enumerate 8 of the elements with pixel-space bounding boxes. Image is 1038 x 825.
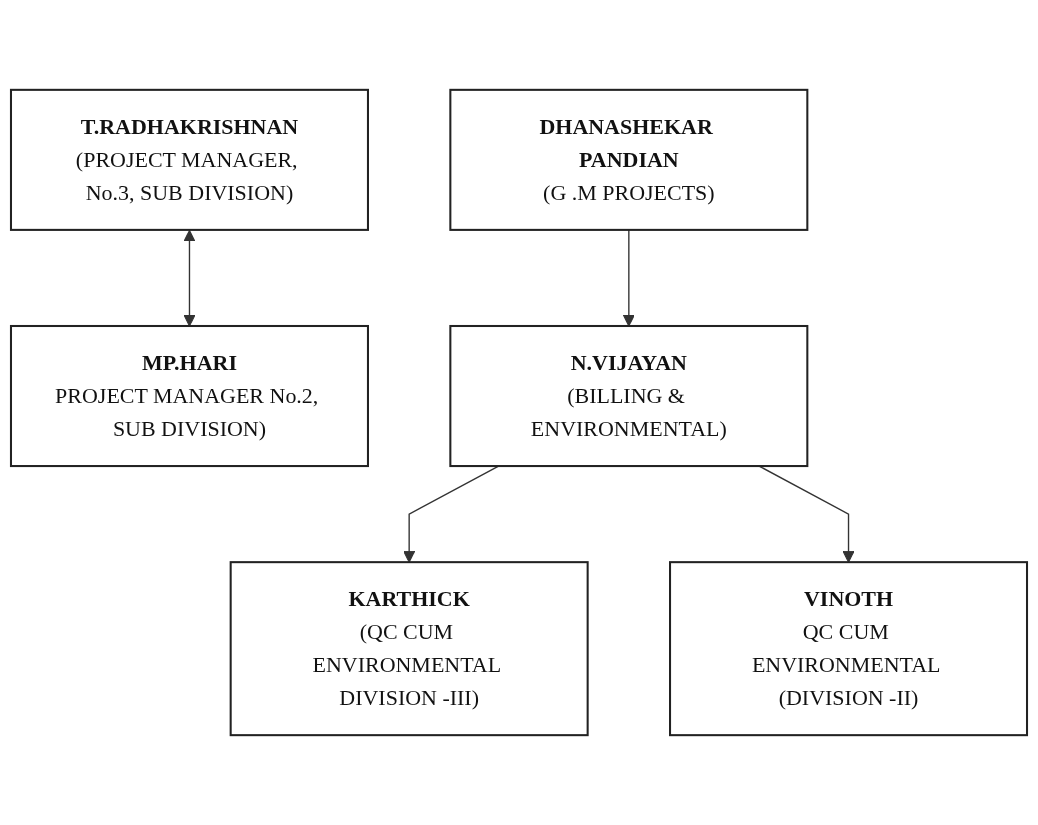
node-box: N.VIJAYAN (BILLING & ENVIRONMENTAL): [449, 324, 809, 468]
node-box: KARTHICK (QC CUM ENVIRONMENTAL DIVISION -III): [229, 561, 589, 737]
arrow: [622, 229, 635, 327]
node-box: MP.HARI PROJECT MANAGER No.2, SUB DIVISION): [9, 324, 369, 468]
node-box: VINOTH QC CUM ENVIRONMENTAL (DIVISION -II): [669, 561, 1029, 737]
node-box: DHANASHEKAR PANDIAN (G .M PROJECTS): [449, 88, 809, 231]
arrow: [183, 229, 196, 327]
node-box: T.RADHAKRISHNAN (PROJECT MANAGER, No.3, SUB DIVISION): [9, 88, 369, 231]
